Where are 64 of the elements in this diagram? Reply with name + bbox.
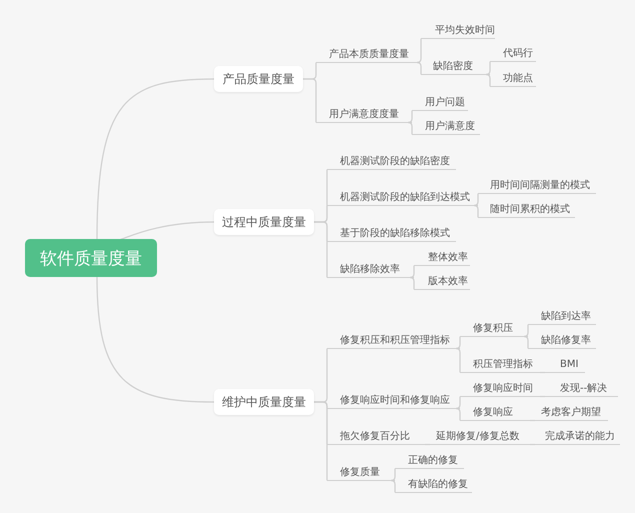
subtopic-label: 缺陷密度 <box>421 59 490 75</box>
subtopic-label: 拖欠修复百分比 <box>327 429 425 445</box>
connector-line <box>530 444 535 446</box>
connector-line <box>409 266 415 278</box>
connector-line <box>485 74 491 86</box>
subtopic-label: 整体效率 <box>414 250 470 266</box>
connector-line <box>523 336 529 348</box>
connector-line <box>390 468 396 482</box>
subtopic-label: 修复积压 <box>460 321 528 337</box>
subtopic-label: 修复响应时间 <box>460 381 540 397</box>
subtopic-label: 用户满意度 <box>412 119 480 135</box>
connector-line <box>120 221 214 240</box>
connector-line <box>425 444 430 446</box>
branch-topic-box: 过程中质量度量 <box>214 209 314 235</box>
connector-line <box>455 348 461 372</box>
connector-line <box>455 336 461 350</box>
subtopic-label: 用时间间隔测量的模式 <box>478 178 596 194</box>
connector-line <box>407 110 413 124</box>
connector-line <box>540 372 545 374</box>
subtopic-label: 修复响应时间和修复响应 <box>327 393 460 409</box>
connector-line <box>96 276 214 403</box>
subtopic-label: 版本效率 <box>414 274 470 290</box>
branch-topic-box: 维护中质量度量 <box>214 389 314 415</box>
subtopic-label: 延期修复/修复总数 <box>430 429 530 445</box>
subtopic-label: BMI <box>545 357 585 373</box>
connector-line <box>455 396 461 410</box>
subtopic-label: 平均失效时间 <box>421 23 495 39</box>
connector-line <box>473 204 479 218</box>
connector-line <box>409 276 415 290</box>
subtopic-label: 用户问题 <box>412 95 468 111</box>
subtopic-label: 缺陷修复率 <box>528 333 596 349</box>
connector-line <box>523 324 529 338</box>
subtopic-label: 随时间累积的模式 <box>478 202 575 218</box>
subtopic-label: 基于阶段的缺陷移除模式 <box>327 226 456 242</box>
connector-line <box>303 78 317 122</box>
subtopic-label: 缺陷移除效率 <box>327 262 414 278</box>
subtopic-label: 代码行 <box>490 46 536 62</box>
subtopic-label: 功能点 <box>490 71 536 87</box>
subtopic-label: 产品本质质量度量 <box>316 47 420 63</box>
root-topic-box: 软件质量度量 <box>25 239 157 277</box>
subtopic-label: 完成承诺的能力 <box>535 429 620 445</box>
subtopic-label: 修复响应 <box>460 405 530 421</box>
branch-topic-box: 产品质量度量 <box>214 66 303 92</box>
subtopic-label: 机器测试阶段的缺陷到达模式 <box>327 190 478 206</box>
connector-line <box>407 122 413 134</box>
subtopic-label: 缺陷到达率 <box>528 309 596 325</box>
connector-line <box>530 420 535 422</box>
subtopic-label: 积压管理指标 <box>460 357 540 373</box>
connector-line <box>416 62 422 74</box>
subtopic-label: 用户满意度度量 <box>316 107 412 123</box>
subtopic-label: 修复质量 <box>327 465 395 481</box>
subtopic-label: 有缺陷的修复 <box>395 477 472 493</box>
subtopic-label: 发现--解决 <box>545 381 618 397</box>
connector-line <box>96 78 214 240</box>
subtopic-label: 修复积压和积压管理指标 <box>327 333 460 349</box>
connector-line <box>485 62 491 76</box>
subtopic-label: 正确的修复 <box>395 453 464 469</box>
connector-line <box>390 480 396 492</box>
connector-line <box>416 38 422 64</box>
connector-line <box>540 396 545 398</box>
connector-line <box>473 194 479 206</box>
connector-line <box>455 408 461 420</box>
subtopic-label: 机器测试阶段的缺陷密度 <box>327 154 456 170</box>
subtopic-label: 考虑客户期望 <box>535 405 608 421</box>
